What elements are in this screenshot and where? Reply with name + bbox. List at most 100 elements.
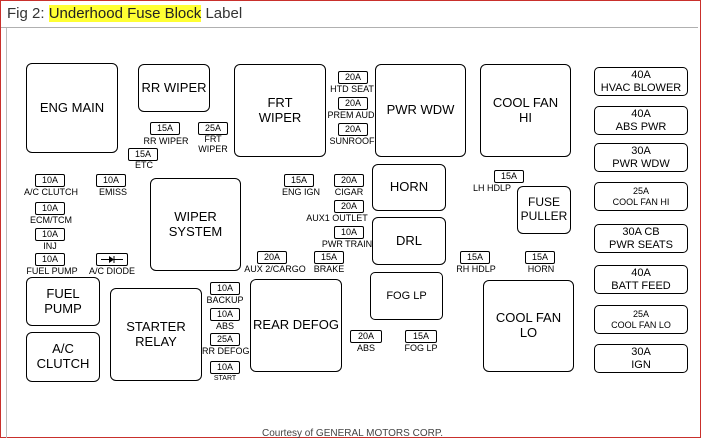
fuse-label-brake: BRAKE xyxy=(313,264,345,274)
fuse-label-sunroof: SUNROOF xyxy=(329,136,375,146)
relay-horn: HORN xyxy=(372,164,446,211)
fuse-lh-hdlp: 15A xyxy=(494,170,524,183)
maxi-fuse-label: 30A PWR WDW xyxy=(612,144,670,170)
fuse-label-frt-wiper: FRT WIPER xyxy=(198,134,228,154)
relay-label: REAR DEFOG xyxy=(253,317,339,333)
relay-label: STARTER RELAY xyxy=(126,318,186,349)
fuse-label-lh-hdlp: LH HDLP xyxy=(472,183,511,193)
fuse-rh-hdlp: 15A xyxy=(460,251,490,264)
maxi-fuse-batt-feed: 40A BATT FEED xyxy=(594,265,688,294)
relay-label: COOL FAN LO xyxy=(495,310,562,340)
fuse-label-ecm-tcm: ECM/TCM xyxy=(30,215,72,225)
relay-label: FOG LP xyxy=(386,289,427,302)
fuse-puller: FUSE PULLER xyxy=(517,186,571,234)
maxi-fuse-cool-fan-lo: 25A COOL FAN LO xyxy=(594,305,688,334)
relay-ac-clutch: A/C CLUTCH xyxy=(26,332,100,382)
maxi-fuse-label: 40A BATT FEED xyxy=(611,266,671,292)
relay-label: COOL FAN HI xyxy=(492,94,559,125)
fuse-rr-wiper: 15A xyxy=(150,122,180,135)
fuse-abs-small: 10A xyxy=(210,308,240,321)
fuse-htd-seat: 20A xyxy=(338,71,368,84)
maxi-fuse-pwr-wdw: 30A PWR WDW xyxy=(594,143,688,172)
fuse-label-abs-20a: ABS xyxy=(356,343,375,353)
maxi-fuse-label: 30A CB PWR SEATS xyxy=(609,225,673,251)
title-prefix: Fig 2: xyxy=(7,5,49,22)
relay-label: WIPER SYSTEM xyxy=(168,208,223,239)
fuse-label-htd-seat: HTD SEAT xyxy=(330,84,374,94)
relay-label: DRL xyxy=(395,232,422,248)
fuse-label-rr-defog: RR DEFOG xyxy=(202,346,250,356)
fuse-abs-20a: 20A xyxy=(350,330,382,343)
fuse-start: 10A xyxy=(210,361,240,374)
fuse-frt-wiper: 25A xyxy=(198,122,228,135)
relay-fog-lp: FOG LP xyxy=(370,272,443,320)
fuse-label-backup: BACKUP xyxy=(206,295,244,305)
fuse-label-horn: HORN xyxy=(527,264,555,274)
fuse-label-ac-diode: A/C DIODE xyxy=(88,266,135,276)
maxi-fuse-label: 40A ABS PWR xyxy=(615,107,667,133)
diode-icon xyxy=(101,256,123,263)
fuse-label-start: START xyxy=(213,375,237,382)
relay-label: ENG MAIN xyxy=(39,99,105,115)
fuse-prem-aud: 20A xyxy=(338,97,368,110)
relay-cool-fan-lo: COOL FAN LO xyxy=(483,280,574,372)
fuse-label-abs-small: ABS xyxy=(215,321,234,331)
maxi-fuse-label: 25A COOL FAN HI xyxy=(612,186,670,207)
fuse-sunroof: 20A xyxy=(338,123,368,136)
relay-label: FUEL PUMP xyxy=(44,285,82,316)
relay-frt-wiper: FRT WIPER xyxy=(234,64,326,157)
fuse-label-ac-clutch: A/C CLUTCH xyxy=(23,187,78,197)
maxi-fuse-pwr-seats: 30A CB PWR SEATS xyxy=(594,224,688,253)
maxi-fuse-ign: 30A IGN xyxy=(594,344,688,373)
relay-rr-wiper: RR WIPER xyxy=(138,64,210,112)
fuse-backup: 10A xyxy=(210,282,240,295)
relay-starter: STARTER RELAY xyxy=(110,288,202,381)
relay-label: A/C CLUTCH xyxy=(36,341,90,371)
relay-pwr-wdw: PWR WDW xyxy=(375,64,466,157)
fuse-horn: 15A xyxy=(525,251,555,264)
fuse-emiss: 10A xyxy=(96,174,126,187)
relay-rear-defog: REAR DEFOG xyxy=(250,279,342,372)
fuse-label-rh-hdlp: RH HDLP xyxy=(456,264,496,274)
fuse-label-rr-wiper: RR WIPER xyxy=(143,136,189,146)
fuse-inj: 10A xyxy=(35,228,65,241)
fuse-label-eng-ign: ENG IGN xyxy=(281,187,320,197)
image-credit: Courtesy of GENERAL MOTORS CORP. xyxy=(262,428,443,439)
maxi-fuse-label: 40A HVAC BLOWER xyxy=(600,68,682,94)
fuse-label-aux2-cargo: AUX 2/CARGO xyxy=(244,264,306,274)
maxi-fuse-abs-pwr: 40A ABS PWR xyxy=(594,106,688,135)
fuse-fuel-pump: 10A xyxy=(35,253,65,266)
fuse-label-emiss: EMISS xyxy=(98,187,127,197)
fuse-cigar: 20A xyxy=(334,174,364,187)
title-highlight: Underhood Fuse Block xyxy=(48,5,202,22)
title-suffix: Label xyxy=(201,5,243,22)
maxi-fuse-hvac-blower: 40A HVAC BLOWER xyxy=(594,67,688,96)
fuse-aux1-outlet: 20A xyxy=(334,200,364,213)
fuse-eng-ign: 15A xyxy=(284,174,314,187)
maxi-fuse-label: 30A IGN xyxy=(631,345,651,371)
maxi-fuse-cool-fan-hi: 25A COOL FAN HI xyxy=(594,182,688,211)
relay-label: PWR WDW xyxy=(386,102,455,118)
fuse-etc: 15A xyxy=(128,148,158,161)
figure-header: Fig 2: Underhood Fuse Block Label xyxy=(1,1,698,28)
relay-fuel-pump: FUEL PUMP xyxy=(26,277,100,326)
relay-label: RR WIPER xyxy=(141,79,207,95)
fuse-label-aux1-outlet: AUX1 OUTLET xyxy=(306,213,368,223)
ac-diode-symbol xyxy=(96,253,128,266)
fuse-label-cigar: CIGAR xyxy=(334,187,364,197)
fuse-label-pwr-train: PWR TRAIN xyxy=(321,239,373,249)
left-guide-line xyxy=(6,28,7,438)
fuse-rr-defog: 25A xyxy=(210,333,240,346)
fuse-label-inj: INJ xyxy=(43,241,57,251)
fuse-brake: 15A xyxy=(314,251,344,264)
relay-cool-fan-hi: COOL FAN HI xyxy=(480,64,571,157)
fuse-label-fuel-pump: FUEL PUMP xyxy=(26,266,78,276)
fuse-ecm-tcm: 10A xyxy=(35,202,65,215)
relay-label: HORN xyxy=(389,179,429,195)
fuse-label-etc: ETC xyxy=(135,160,153,170)
fuse-ac-clutch: 10A xyxy=(35,174,65,187)
fuse-aux2-cargo: 20A xyxy=(257,251,287,264)
relay-label: FRT WIPER xyxy=(258,94,302,125)
fuse-label-prem-aud: PREM AUD xyxy=(327,110,375,120)
relay-eng-main: ENG MAIN xyxy=(26,63,118,153)
